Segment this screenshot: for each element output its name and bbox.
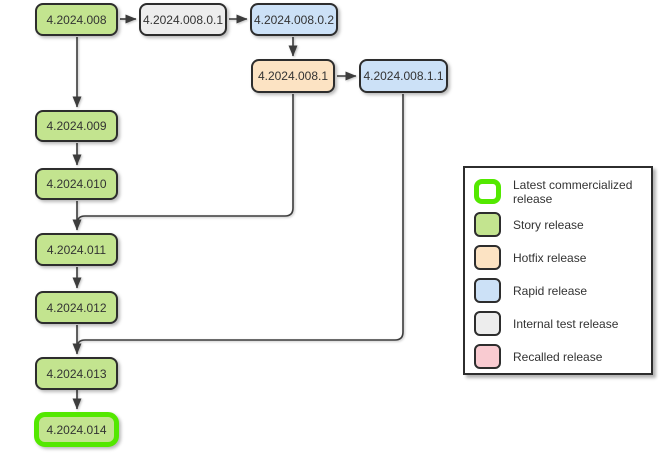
story-release-swatch <box>474 212 501 237</box>
node-4-2024-014-latest: 4.2024.014 <box>34 412 119 447</box>
node-4-2024-008-1: 4.2024.008.1 <box>251 59 335 93</box>
node-4-2024-008-0-1: 4.2024.008.0.1 <box>139 3 227 36</box>
node-4-2024-010: 4.2024.010 <box>35 168 118 200</box>
legend-label: Internal test release <box>513 316 619 331</box>
legend-row-latest: Latest commercialized release <box>474 175 651 208</box>
node-4-2024-013: 4.2024.013 <box>35 357 118 390</box>
legend-label: Hotfix release <box>513 250 587 265</box>
node-4-2024-008: 4.2024.008 <box>35 3 118 36</box>
legend-label: Story release <box>513 217 584 232</box>
legend: Latest commercialized release Story rele… <box>463 166 653 375</box>
recalled-release-swatch <box>474 344 501 369</box>
latest-commercialized-swatch <box>474 179 501 204</box>
node-4-2024-008-0-2: 4.2024.008.0.2 <box>250 3 338 36</box>
node-4-2024-009: 4.2024.009 <box>35 110 118 142</box>
legend-row-rapid: Rapid release <box>474 274 651 307</box>
edge-008-1-1-to-013 <box>76 94 404 352</box>
legend-label: Latest commercialized release <box>513 177 633 206</box>
legend-row-hotfix: Hotfix release <box>474 241 651 274</box>
legend-label: Recalled release <box>513 349 603 364</box>
rapid-release-swatch <box>474 278 501 303</box>
hotfix-release-swatch <box>474 245 501 270</box>
node-4-2024-012: 4.2024.012 <box>35 291 118 324</box>
legend-row-story: Story release <box>474 208 651 241</box>
internal-test-release-swatch <box>474 311 501 336</box>
node-4-2024-008-1-1: 4.2024.008.1.1 <box>359 59 448 93</box>
node-4-2024-011: 4.2024.011 <box>35 233 118 266</box>
legend-label: Rapid release <box>513 283 588 298</box>
legend-row-internal-test: Internal test release <box>474 307 651 340</box>
legend-row-recalled: Recalled release <box>474 340 651 373</box>
edge-008-1-to-011 <box>76 94 294 227</box>
